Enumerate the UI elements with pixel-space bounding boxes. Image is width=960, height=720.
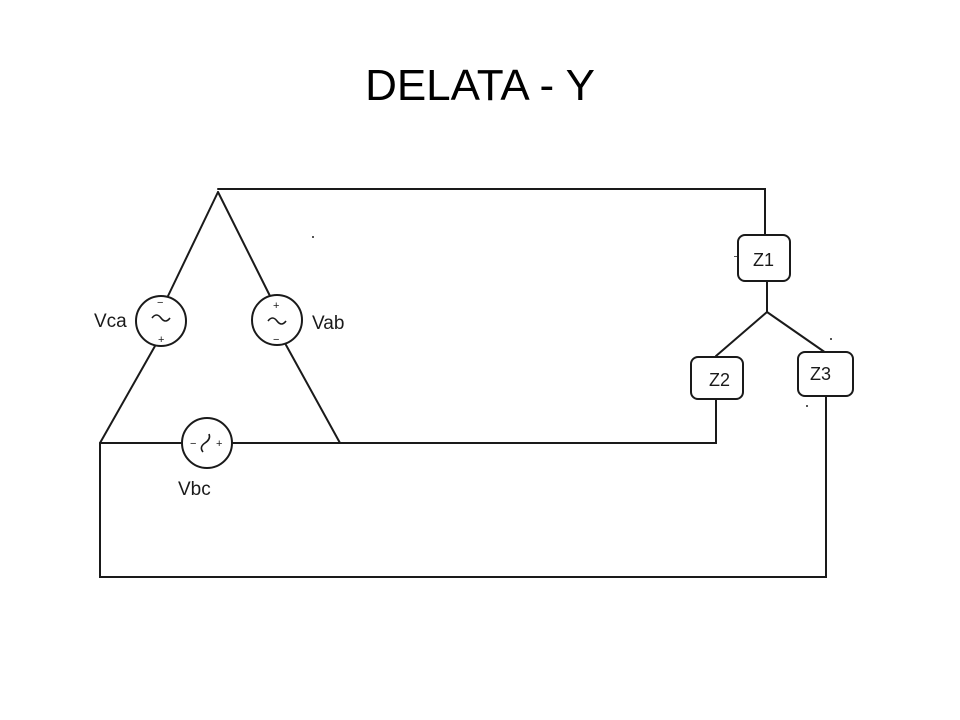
vca-source-circle	[135, 295, 187, 347]
z3-label: Z3	[810, 364, 831, 384]
source-vca: − + Vca	[94, 295, 187, 347]
speck	[312, 236, 314, 238]
z1-label: Z1	[753, 250, 774, 270]
ac-wave-icon	[151, 314, 171, 322]
speck	[734, 256, 737, 257]
z2-label: Z2	[709, 370, 730, 390]
wire-c-to-z3	[99, 395, 827, 578]
wire-b-to-z2	[343, 399, 717, 444]
vab-label: Vab	[312, 313, 344, 334]
z1-box	[737, 234, 791, 282]
z3-box	[797, 351, 854, 397]
vca-polarity-top: −	[157, 297, 163, 309]
wire-a-to-vab	[217, 191, 271, 297]
stray-marks	[312, 236, 832, 407]
vca-label: Vca	[94, 311, 127, 332]
vca-polarity-bottom: +	[158, 334, 164, 346]
impedance-z3: Z3	[797, 351, 854, 397]
source-vab: + − Vab	[251, 294, 344, 346]
speck	[806, 405, 808, 407]
slide-title: DELATA - Y	[365, 61, 595, 110]
wire-vca-to-c	[99, 345, 156, 444]
wire-vab-to-b	[285, 344, 341, 444]
ac-wave-icon	[267, 317, 287, 325]
speck	[830, 338, 832, 340]
impedance-z1: Z1	[737, 234, 791, 282]
wire-star-to-z3	[766, 311, 827, 354]
source-vbc: − + Vbc	[178, 417, 233, 500]
vbc-polarity-left: −	[190, 438, 196, 450]
impedance-z2: Z2	[690, 356, 744, 400]
wires	[99, 188, 827, 578]
vbc-source-circle	[181, 417, 233, 469]
vbc-polarity-right: +	[216, 438, 222, 450]
wire-star-to-z2	[715, 311, 768, 357]
vbc-label: Vbc	[178, 479, 211, 500]
z2-box	[690, 356, 744, 400]
vab-polarity-bottom: −	[273, 334, 279, 346]
wire-a-to-vca	[167, 191, 219, 297]
wire-top	[217, 188, 766, 235]
ac-wave-icon	[200, 433, 211, 453]
vab-polarity-top: +	[273, 300, 279, 312]
